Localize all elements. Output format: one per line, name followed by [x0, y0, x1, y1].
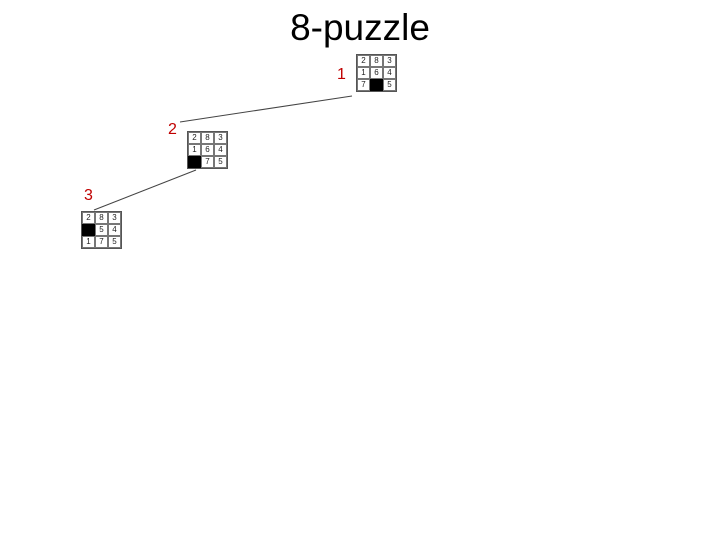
puzzle-tile: 8	[95, 212, 108, 224]
puzzle-tile: 7	[95, 236, 108, 248]
edge-1-2	[179, 95, 353, 123]
page-title: 8-puzzle	[290, 7, 430, 48]
blank-tile	[82, 224, 95, 236]
puzzle-tile: 1	[82, 236, 95, 248]
puzzle-tile: 4	[214, 144, 227, 156]
puzzle-tile: 7	[357, 79, 370, 91]
step-label-3: 3	[84, 187, 93, 204]
puzzle-tile: 3	[108, 212, 121, 224]
puzzle-tile: 7	[201, 156, 214, 168]
puzzle-tile: 1	[188, 144, 201, 156]
puzzle-tile: 1	[357, 67, 370, 79]
puzzle-tile: 2	[82, 212, 95, 224]
step-label-1: 1	[337, 66, 346, 83]
step-label-2: 2	[168, 121, 177, 138]
edge-2-3	[93, 169, 197, 211]
puzzle-tile: 6	[370, 67, 383, 79]
puzzle-tile: 3	[214, 132, 227, 144]
puzzle-tile: 5	[108, 236, 121, 248]
puzzle-tile: 2	[357, 55, 370, 67]
puzzle-tile: 4	[108, 224, 121, 236]
puzzle-tile: 5	[383, 79, 396, 91]
puzzle-tile: 6	[201, 144, 214, 156]
blank-tile	[188, 156, 201, 168]
puzzle-tile: 2	[188, 132, 201, 144]
blank-tile	[370, 79, 383, 91]
puzzle-tile: 5	[214, 156, 227, 168]
puzzle-tile: 4	[383, 67, 396, 79]
puzzle-tile: 8	[370, 55, 383, 67]
puzzle-tile: 3	[383, 55, 396, 67]
puzzle-tile: 8	[201, 132, 214, 144]
puzzle-tile: 5	[95, 224, 108, 236]
